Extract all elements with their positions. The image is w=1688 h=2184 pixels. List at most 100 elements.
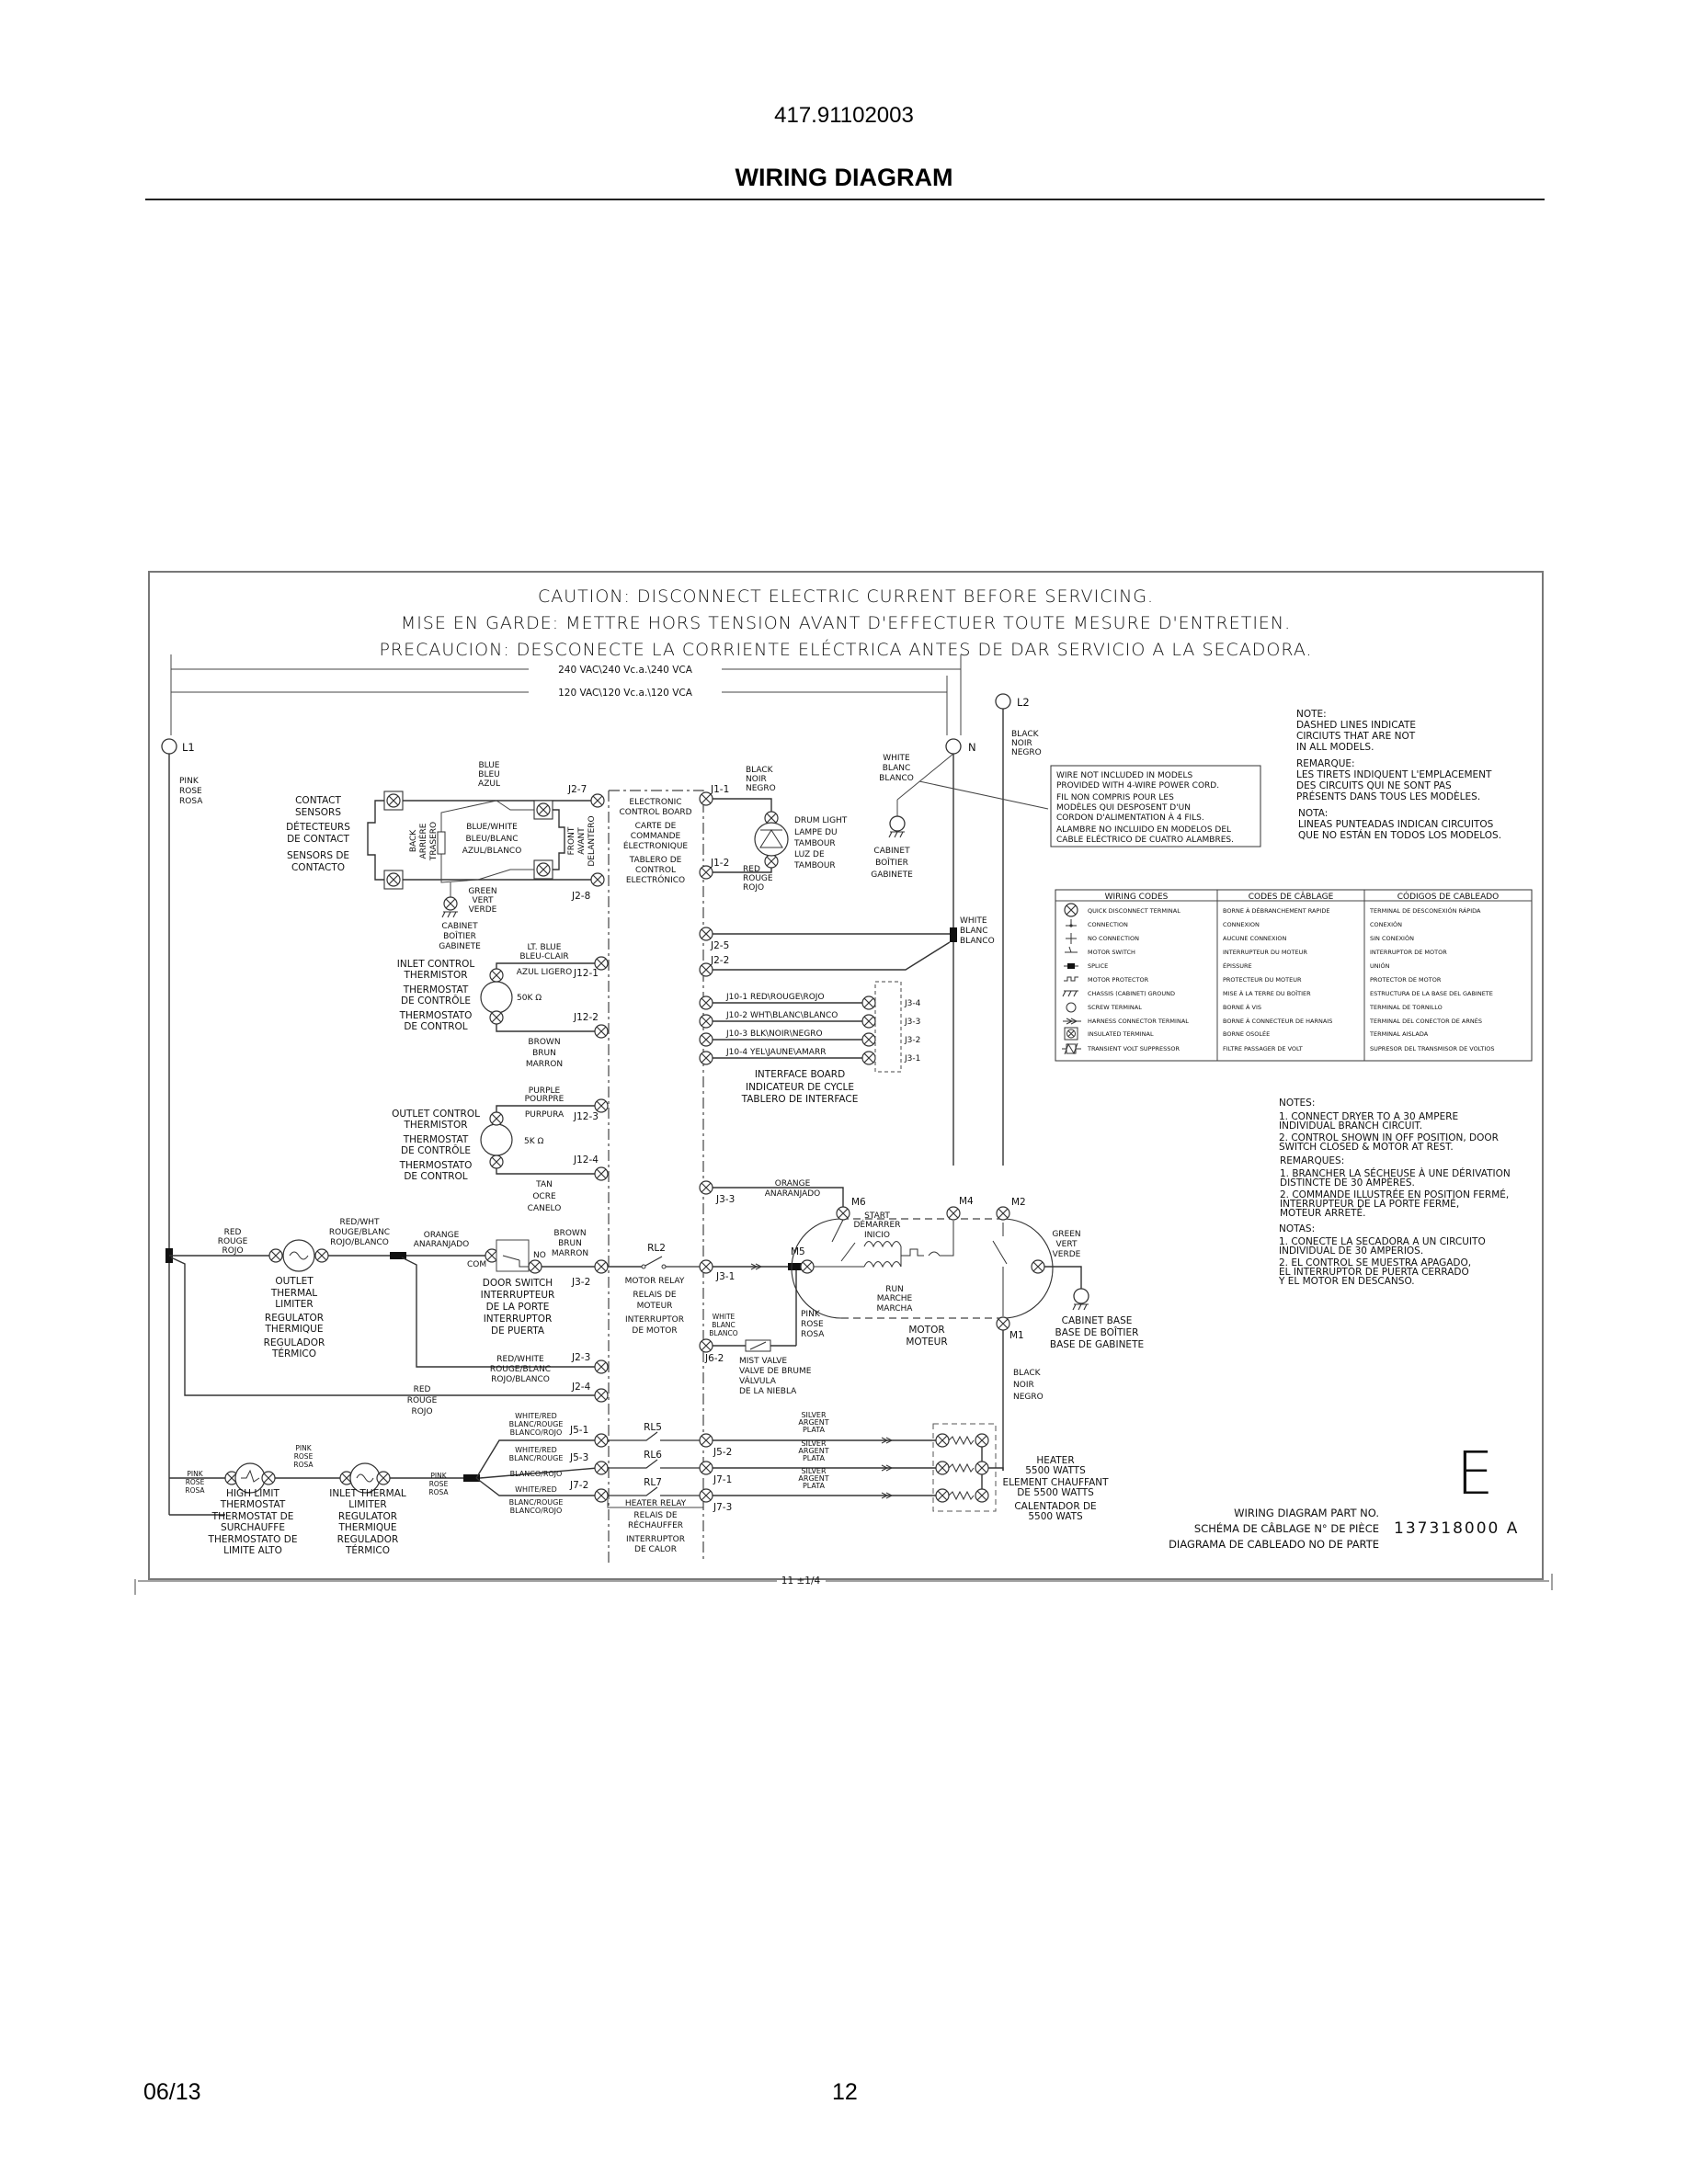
footer-date: 06/13 <box>143 2079 201 2105</box>
svg-text:ARGENT: ARGENT <box>798 1418 828 1427</box>
svg-text:REGULATOR: REGULATOR <box>265 1313 324 1324</box>
svg-text:PLATA: PLATA <box>803 1482 826 1490</box>
svg-text:DE CONTRÔLE: DE CONTRÔLE <box>401 995 471 1007</box>
svg-text:PROTECTOR DE MOTOR: PROTECTOR DE MOTOR <box>1370 976 1442 984</box>
svg-text:NOIR: NOIR <box>1013 1381 1034 1390</box>
mist-valve: J6-2 WHITE BLANC BLANCO MIST VALVE VALVE… <box>699 1313 812 1396</box>
svg-text:BLEU-CLAIR: BLEU-CLAIR <box>519 952 568 961</box>
relay-feed-lines: J2-3 RED/WHITE ROUGE/BLANC ROJO/BLANCO J… <box>170 1257 609 1416</box>
svg-text:ROJO: ROJO <box>743 883 764 893</box>
svg-text:BOÎTIER: BOÎTIER <box>443 930 476 941</box>
svg-text:RL5: RL5 <box>644 1422 662 1433</box>
svg-text:M4: M4 <box>959 1196 974 1207</box>
neutral-connections: J2-5 J2-2 <box>699 927 951 977</box>
inlet-control-thermistor: INLET CONTROL THERMISTOR THERMOSTAT DE C… <box>397 943 609 1069</box>
svg-text:THERMOSTATO: THERMOSTATO <box>399 1160 473 1171</box>
svg-text:MIST VALVE: MIST VALVE <box>739 1357 787 1366</box>
svg-text:BLACK: BLACK <box>1011 730 1040 739</box>
svg-text:WHITE: WHITE <box>883 754 910 763</box>
svg-text:TRANSIENT VOLT SUPPRESSOR: TRANSIENT VOLT SUPPRESSOR <box>1087 1045 1180 1052</box>
svg-text:2. COMMANDE ILLUSTRÉE EN POSIT: 2. COMMANDE ILLUSTRÉE EN POSITION FERMÉ, <box>1280 1189 1509 1200</box>
svg-text:INTERRUPTEUR DU MOTEUR: INTERRUPTEUR DU MOTEUR <box>1223 949 1307 956</box>
wiring-code-row: CHASSIS (CABINET) GROUND MISE À LA TERRE… <box>1062 989 1493 997</box>
svg-text:FRONT: FRONT <box>567 826 576 855</box>
svg-text:SPLICE: SPLICE <box>1088 962 1108 970</box>
svg-text:J6-2: J6-2 <box>704 1353 724 1364</box>
svg-text:MODÈLES QUI DESPOSENT D'UN: MODÈLES QUI DESPOSENT D'UN <box>1056 802 1191 813</box>
svg-text:BRUN: BRUN <box>558 1239 582 1248</box>
svg-text:2. EL CONTROL SE MUESTRA APAGA: 2. EL CONTROL SE MUESTRA APAGADO, <box>1279 1257 1471 1268</box>
svg-text:RL2: RL2 <box>647 1243 666 1254</box>
footer-page-number: 12 <box>832 2079 858 2105</box>
svg-text:BASE DE BOÎTIER: BASE DE BOÎTIER <box>1055 1326 1139 1338</box>
svg-text:PRÉSENTS DANS TOUS LES MODÈLES: PRÉSENTS DANS TOUS LES MODÈLES. <box>1296 791 1480 802</box>
svg-text:RL7: RL7 <box>644 1477 662 1488</box>
wiring-code-row: QUICK DISCONNECT TERMINAL BORNE À DÉBRAN… <box>1064 903 1481 917</box>
svg-text:TERMINAL DEL CONECTOR DE ARNÉS: TERMINAL DEL CONECTOR DE ARNÉS <box>1369 1017 1482 1025</box>
wiring-code-row: TRANSIENT VOLT SUPPRESSOR FILTRE PASSAGE… <box>1062 1042 1495 1055</box>
svg-text:INLET THERMAL: INLET THERMAL <box>329 1488 406 1499</box>
svg-text:BLUE/WHITE: BLUE/WHITE <box>466 823 518 832</box>
svg-text:CONTROL BOARD: CONTROL BOARD <box>619 808 691 817</box>
svg-text:MOTEUR: MOTEUR <box>906 1337 947 1348</box>
svg-text:CABINET: CABINET <box>441 922 478 931</box>
svg-text:NO CONNECTION: NO CONNECTION <box>1088 935 1139 942</box>
svg-text:TERMINAL DE DESCONEXIÓN RÁPIDA: TERMINAL DE DESCONEXIÓN RÁPIDA <box>1369 906 1481 915</box>
svg-text:J10-2 WHT\BLANC\BLANCO: J10-2 WHT\BLANC\BLANCO <box>725 1011 838 1020</box>
svg-text:DE CONTRÔLE: DE CONTRÔLE <box>401 1144 471 1156</box>
wiring-code-row: CONNECTION CONNEXION CONEXIÓN <box>1066 919 1402 928</box>
svg-text:PLATA: PLATA <box>803 1454 826 1462</box>
svg-text:REGULADOR: REGULADOR <box>337 1534 399 1545</box>
svg-text:GABINETE: GABINETE <box>871 870 913 880</box>
svg-text:J12-4: J12-4 <box>573 1155 599 1166</box>
part-number: 137318000 A <box>1394 1519 1519 1538</box>
svg-text:ESTRUCTURA DE LA BASE DEL GABI: ESTRUCTURA DE LA BASE DEL GABINETE <box>1370 990 1493 997</box>
svg-text:MARCHA: MARCHA <box>877 1304 914 1314</box>
caution-en: CAUTION: DISCONNECT ELECTRIC CURRENT BEF… <box>538 586 1154 607</box>
svg-text:CONTACT: CONTACT <box>295 795 341 806</box>
svg-text:BLANCO: BLANCO <box>709 1329 737 1337</box>
caution-fr: MISE EN GARDE: METTRE HORS TENSION AVANT… <box>401 613 1291 633</box>
svg-text:WHITE: WHITE <box>960 916 987 926</box>
svg-text:ROUGE: ROUGE <box>743 874 773 883</box>
svg-text:TAMBOUR: TAMBOUR <box>793 861 836 870</box>
svg-text:2. CONTROL SHOWN IN OFF POSITI: 2. CONTROL SHOWN IN OFF POSITION, DOOR <box>1279 1132 1499 1143</box>
svg-text:GREEN: GREEN <box>1052 1230 1080 1239</box>
l2-terminal: L2 BLACK NOIR NEGRO <box>995 693 1042 1166</box>
svg-text:RUN: RUN <box>885 1285 904 1294</box>
svg-text:SENSORS: SENSORS <box>295 807 341 818</box>
svg-text:DE CONTROL: DE CONTROL <box>404 1171 467 1182</box>
heater-relays: J5-1 J5-3 J7-2 WHITE/RED BLANC/ROUGE BLA… <box>475 1412 706 1554</box>
svg-text:TERMINAL AISLADA: TERMINAL AISLADA <box>1369 1030 1429 1038</box>
svg-text:Y EL MOTOR EN DESCANSO.: Y EL MOTOR EN DESCANSO. <box>1278 1276 1415 1287</box>
svg-text:PURPURA: PURPURA <box>525 1110 565 1120</box>
svg-text:BLANC/ROUGE: BLANC/ROUGE <box>509 1420 564 1428</box>
drum-light: J1-1 J1-2 BLACK NOIR NEGRO RED ROUGE ROJ… <box>699 766 848 893</box>
svg-text:SENSORS DE: SENSORS DE <box>287 850 349 861</box>
svg-text:VERT: VERT <box>473 896 494 905</box>
svg-text:OUTLET CONTROL: OUTLET CONTROL <box>392 1109 480 1120</box>
svg-text:DE CONTACT: DE CONTACT <box>287 834 349 845</box>
svg-text:COM: COM <box>467 1260 486 1269</box>
svg-text:ARGENT: ARGENT <box>798 1474 828 1483</box>
svg-text:SCHÉMA DE CÂBLAGE N° DE PIÈCE: SCHÉMA DE CÂBLAGE N° DE PIÈCE <box>1194 1521 1379 1535</box>
svg-text:RELAIS DE: RELAIS DE <box>633 1291 676 1300</box>
svg-text:CANELO: CANELO <box>528 1204 562 1213</box>
motor: J3-3 ORANGE ANARANJADO M5 M6 M4 M2 M1 ST… <box>699 1179 1054 1348</box>
svg-text:SILVER: SILVER <box>801 1467 827 1475</box>
page-title: WIRING DIAGRAM <box>735 164 953 191</box>
svg-text:BLANCO/ROJO: BLANCO/ROJO <box>510 1428 563 1437</box>
svg-text:NOTA:: NOTA: <box>1298 808 1328 819</box>
door-switch: ORANGE ANARANJADO COM NO BROWN BRUN MARR… <box>406 1229 609 1337</box>
svg-text:ROSE: ROSE <box>294 1452 314 1461</box>
svg-text:RED: RED <box>414 1385 431 1394</box>
svg-text:WIRING CODES: WIRING CODES <box>1105 893 1169 902</box>
svg-text:MOTOR PROTECTOR: MOTOR PROTECTOR <box>1088 976 1149 984</box>
svg-text:CABLE ELÉCTRICO DE CUATRO ALAM: CABLE ELÉCTRICO DE CUATRO ALAMBRES. <box>1056 834 1234 845</box>
svg-text:RED/WHITE: RED/WHITE <box>496 1355 544 1364</box>
svg-text:NEGRO: NEGRO <box>1013 1393 1044 1402</box>
svg-text:BLANC: BLANC <box>960 927 988 936</box>
svg-text:PINK: PINK <box>179 777 200 786</box>
wiring-code-row: HARNESS CONNECTOR TERMINAL BORNE À CONNE… <box>1063 1017 1482 1025</box>
svg-text:NO: NO <box>533 1251 546 1260</box>
